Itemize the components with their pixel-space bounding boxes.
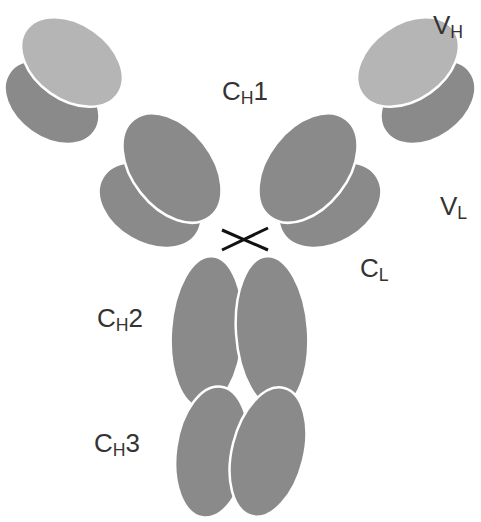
domain-label: CH3 <box>94 430 140 456</box>
domain-label: CH1 <box>222 78 268 104</box>
domain-label: VL <box>440 193 467 219</box>
ch2-domain <box>231 254 313 411</box>
hinge-disulfide <box>222 228 268 250</box>
ch1-domain <box>102 95 241 242</box>
domain-label: VH <box>433 12 463 38</box>
vh-domain <box>4 0 139 125</box>
domain-label: CL <box>360 255 389 281</box>
ch1-domain <box>238 95 377 242</box>
ch3-domain <box>217 379 319 522</box>
domain-label: CH2 <box>97 305 143 331</box>
vh-domain <box>340 0 475 125</box>
